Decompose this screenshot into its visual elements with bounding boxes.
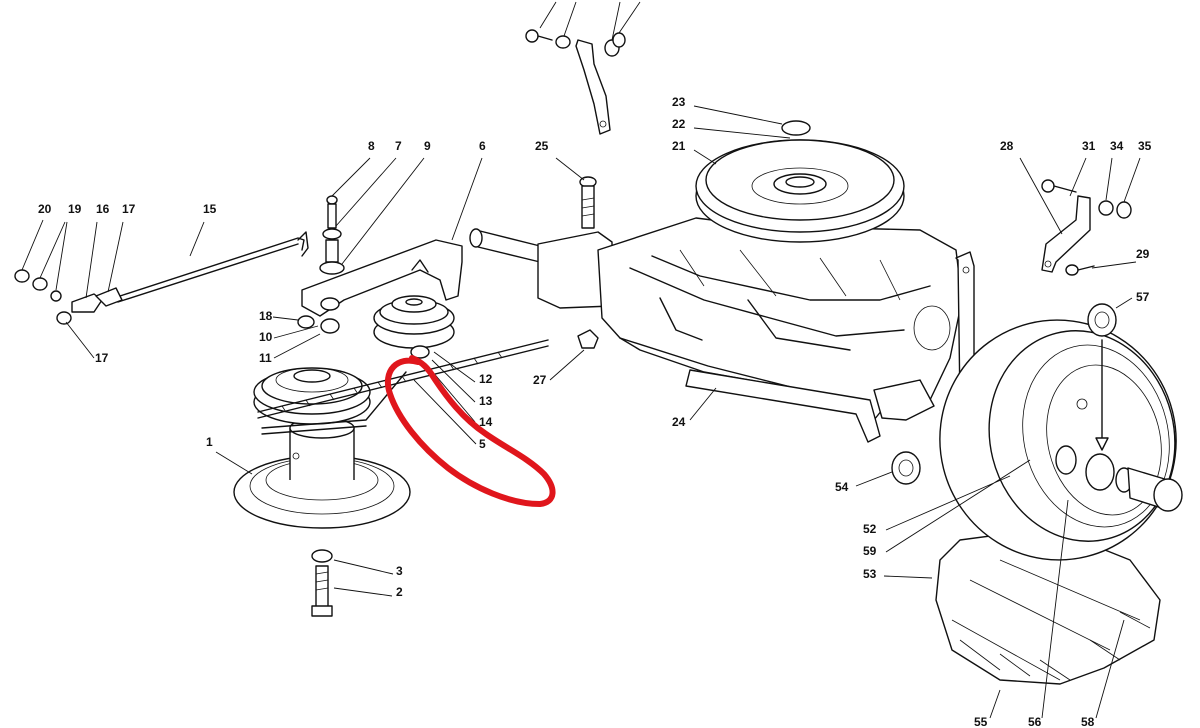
part-number-label-24: 24 [672, 415, 686, 429]
part-number-label-20: 20 [38, 202, 52, 216]
transaxle-assembly [469, 105, 975, 443]
part-number-label-13: 13 [479, 394, 493, 408]
part-number-label-10: 10 [259, 330, 273, 344]
part-number-label-11: 11 [259, 351, 272, 365]
bolt-and-nut [549, 157, 599, 381]
part-number-label-17: 17 [122, 202, 136, 216]
top-bracket-assembly [525, 1, 641, 135]
part-number-label-9: 9 [424, 139, 431, 153]
part-number-label-18: 18 [259, 309, 273, 323]
part-number-label-29: 29 [1136, 247, 1150, 261]
part-number-label-3: 3 [396, 564, 403, 578]
part-number-label-52: 52 [863, 522, 877, 536]
part-number-label-55: 55 [974, 715, 988, 728]
red-highlight-outline [385, 355, 556, 507]
part-number-label-22: 22 [672, 117, 686, 131]
part-number-label-14: 14 [479, 415, 493, 429]
part-number-label-12: 12 [479, 372, 493, 386]
part-number-label-21: 21 [672, 139, 686, 153]
part-number-label-35: 35 [1138, 139, 1152, 153]
part-number-label-31: 31 [1082, 139, 1096, 153]
part-number-label-27: 27 [533, 373, 547, 387]
part-number-label-28: 28 [1000, 139, 1014, 153]
part-number-label-8: 8 [368, 139, 375, 153]
part-number-label-2: 2 [396, 585, 403, 599]
part-number-label-54: 54 [835, 480, 849, 494]
part-number-label-19: 19 [68, 202, 82, 216]
part-number-label-57: 57 [1136, 290, 1150, 304]
right-bracket-assembly [1019, 157, 1141, 276]
drive-pulley-assembly [215, 339, 549, 617]
part-number-label-15: 15 [203, 202, 217, 216]
part-number-label-59: 59 [863, 544, 877, 558]
part-number-label-5: 5 [479, 437, 486, 451]
part-number-label-53: 53 [863, 567, 877, 581]
part-number-label-56: 56 [1028, 715, 1042, 728]
part-number-label-34: 34 [1110, 139, 1124, 153]
part-number-label-7: 7 [395, 139, 402, 153]
wheel-assembly [855, 297, 1183, 719]
control-rod-assembly [14, 219, 309, 359]
part-number-label-23: 23 [672, 95, 686, 109]
part-number-label-6: 6 [479, 139, 486, 153]
part-number-label-16: 16 [96, 202, 110, 216]
part-number-label-1: 1 [206, 435, 213, 449]
part-number-label-17: 17 [95, 351, 109, 365]
part-number-label-25: 25 [535, 139, 549, 153]
idler-bracket-assembly [272, 157, 483, 445]
part-number-label-58: 58 [1081, 715, 1095, 728]
